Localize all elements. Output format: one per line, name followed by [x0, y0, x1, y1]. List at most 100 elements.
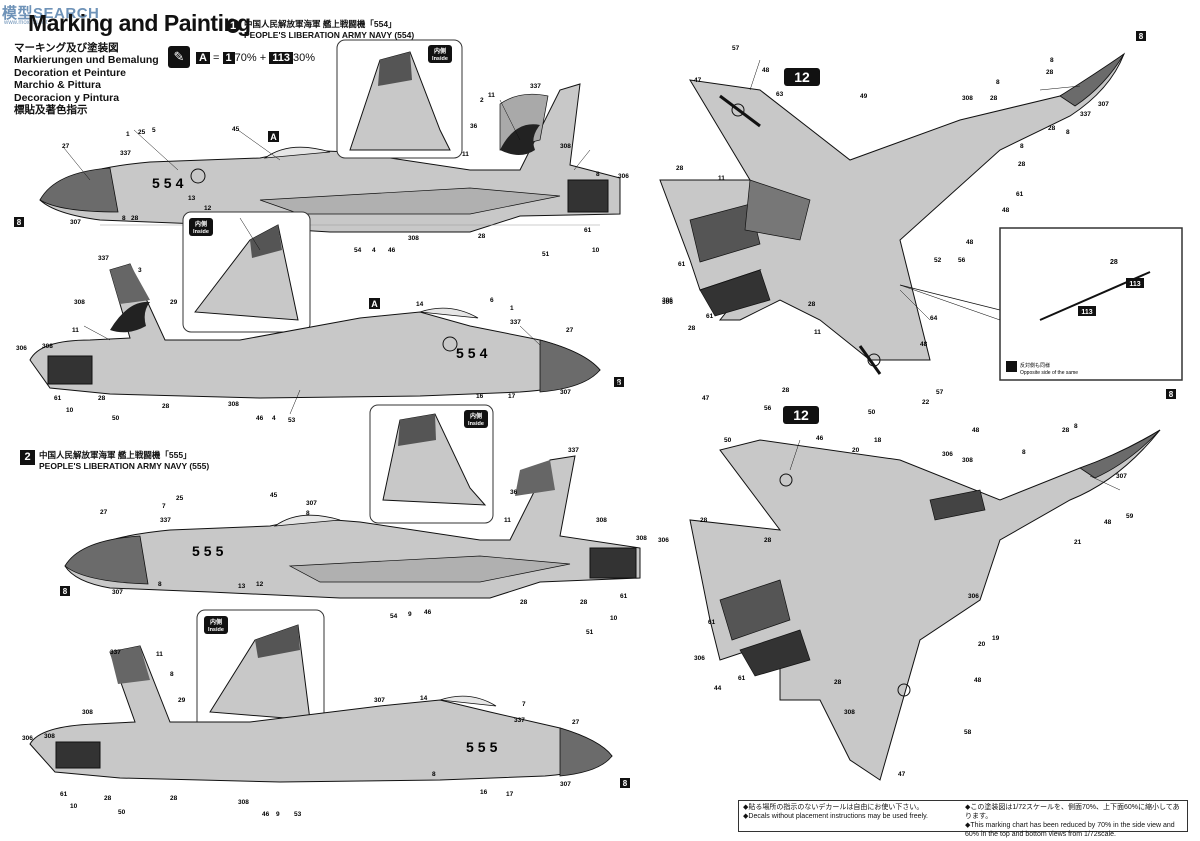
notes-box: ◆貼る場所の指示のないデカールは自由にお使い下さい。 ◆Decals witho… — [738, 800, 1188, 838]
callout: 306 — [942, 451, 953, 458]
callout: 48 — [972, 427, 980, 434]
callout: 307 — [1098, 101, 1109, 108]
callout: 27 — [566, 327, 574, 334]
callout: 306 — [968, 593, 979, 600]
callout: 306 — [694, 655, 705, 662]
callout: 308 — [962, 457, 973, 464]
callout: 308 — [82, 709, 93, 716]
callout: 27 — [62, 143, 70, 150]
callout: 7 — [162, 503, 166, 510]
callout: 28 — [1046, 69, 1054, 76]
inside-tag-1: 内側 Inside — [428, 45, 452, 63]
callout: 59 — [1126, 513, 1134, 520]
callout: 28 — [782, 387, 790, 394]
title-es: Decoracion y Pintura — [14, 91, 120, 104]
paint-brush-icon: ✎ — [168, 46, 190, 68]
callout: 61 — [584, 227, 592, 234]
marker-8-1: 8 — [17, 218, 22, 227]
callouts-top: 47 48 63 57 49 308 28 8 28 8 307 337 8 2… — [662, 45, 1109, 416]
marker-8-5: 8 — [1139, 32, 1144, 41]
mix-percent-1: 70% — [234, 52, 257, 64]
title-jp: マーキング及び塗装図 — [14, 42, 119, 54]
marker-a-2: A — [371, 299, 378, 309]
aircraft-number-554-side1: 554 — [152, 175, 187, 191]
callouts-bottom: 56 46 20 18 48 306 308 8 28 8 307 50 48 … — [694, 405, 1134, 778]
mix-percent-2: 30% — [292, 52, 316, 64]
callout: 28 — [131, 215, 139, 222]
callout: 11 — [72, 327, 79, 334]
callout: 46 — [424, 609, 432, 616]
callout: 61 — [1016, 191, 1024, 198]
callout: 18 — [874, 437, 882, 444]
language-titles: マーキング及び塗装図 Markierungen und Bemalung Dec… — [14, 42, 159, 116]
callout: 28 — [478, 233, 486, 240]
callout: 28 — [520, 599, 528, 606]
callout: 10 — [610, 615, 618, 622]
callout: 27 — [572, 719, 580, 726]
watermark-logo: 模型SEARCH — [2, 2, 99, 23]
inside-tag-2-jp: 内側 — [195, 220, 207, 228]
callout: 28 — [1062, 427, 1070, 434]
callout: 36 — [510, 489, 518, 496]
callout: 307 — [374, 697, 385, 704]
callout: 308 — [636, 535, 647, 542]
callout: 61 — [678, 261, 686, 268]
callout: 10 — [592, 247, 600, 254]
callout: 11 — [488, 92, 495, 99]
callout: 28 — [808, 301, 816, 308]
callout: 47 — [898, 771, 906, 778]
inside-tag-1-jp: 内側 — [434, 47, 446, 55]
note-right-en: ◆This marking chart has been reduced by … — [965, 822, 1175, 838]
callout: 28 — [580, 599, 588, 606]
callout: 2 — [480, 97, 484, 104]
callout: 46 — [388, 247, 396, 254]
callout: 46 — [262, 811, 270, 818]
callout: 48 — [762, 67, 770, 74]
callout: 308 — [844, 709, 855, 716]
callout: 46 — [816, 435, 824, 442]
callout: 308 — [74, 299, 85, 306]
callout: 28 — [170, 795, 178, 802]
callout: 50 — [724, 437, 732, 444]
title-de: Markierungen und Bemalung — [14, 54, 159, 67]
inside-tag-3-jp: 内側 — [470, 412, 482, 420]
callout: 11 — [462, 151, 469, 158]
callout: 337 — [1080, 111, 1091, 118]
callout: 50 — [118, 809, 126, 816]
callout: 48 — [966, 239, 974, 246]
callout: 61 — [706, 313, 714, 320]
callout: 61 — [708, 619, 716, 626]
callout: 10 — [66, 407, 74, 414]
variant-2-title-en: PEOPLE'S LIBERATION ARMY NAVY (555) — [39, 461, 210, 471]
callout: 28 — [1018, 161, 1026, 168]
callouts-side4: 337 11 8 29 308 306 308 61 28 10 50 28 3… — [22, 649, 580, 818]
callout: 63 — [776, 91, 784, 98]
callout: 306 — [662, 297, 673, 304]
callout: 29 — [178, 697, 186, 704]
callout: 8 — [158, 581, 162, 588]
detail-callout-28: 28 — [1110, 259, 1118, 266]
callout: 308 — [44, 733, 55, 740]
callout: 45 — [232, 126, 240, 133]
callout: 10 — [70, 803, 78, 810]
callout: 307 — [306, 500, 317, 507]
callout: 11 — [718, 175, 725, 182]
inset-tail-inside-2 — [182, 211, 311, 333]
callout: 53 — [288, 417, 296, 424]
notes-right: ◆この塗装図は1/72スケールを、側面70%、上下面60%に縮小してあります。 … — [965, 803, 1183, 839]
callout: 28 — [700, 517, 708, 524]
callout: 8 — [596, 171, 600, 178]
callout: 19 — [992, 635, 1000, 642]
callout: 54 — [390, 613, 398, 620]
callout: 8 — [170, 671, 174, 678]
marker-8-6: 8 — [1169, 390, 1174, 399]
callout: 306 — [658, 537, 669, 544]
callout: 8 — [996, 79, 1000, 86]
variant-1-title-en: PEOPLE'S LIBERATION ARMY NAVY (554) — [244, 30, 415, 40]
variant-2-title-jp: 中国人民解放軍海軍 艦上戦闘機「555」 — [39, 450, 192, 460]
callout: 337 — [120, 150, 131, 157]
callout: 28 — [162, 403, 170, 410]
plan-view-label-bottom: 12 — [783, 406, 819, 424]
callout: 52 — [934, 257, 942, 264]
callout: 28 — [676, 165, 684, 172]
